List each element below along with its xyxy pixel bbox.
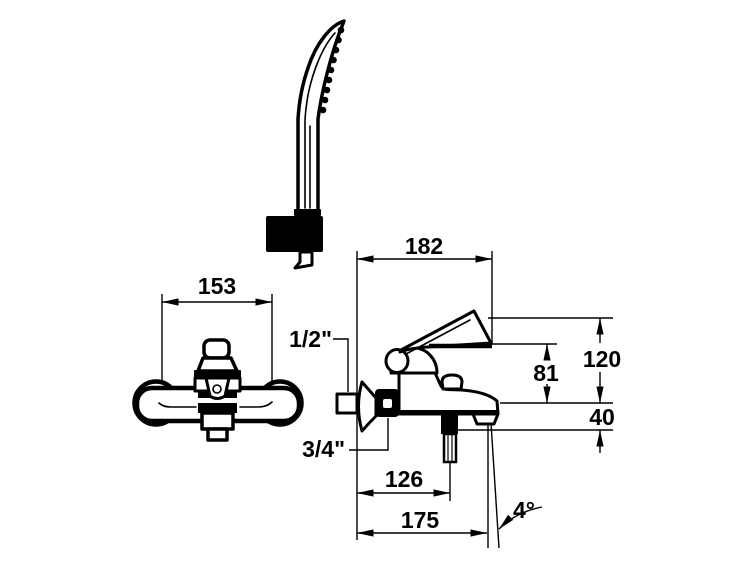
handle-collar-band — [194, 370, 241, 378]
hose-nipple-thread — [442, 432, 458, 464]
handle-flare-front — [196, 356, 239, 373]
lever-nose — [384, 348, 410, 374]
dim-182-label: 182 — [405, 233, 443, 259]
dim-175-label: 175 — [401, 507, 440, 533]
mixer-front-view — [132, 338, 304, 442]
lever-top-contour — [405, 319, 471, 355]
body-highlight-left — [158, 402, 197, 408]
outlet-size-label: 3/4" — [302, 436, 345, 462]
dim-126-label: 126 — [385, 466, 423, 492]
leader-three-quarter-inch — [349, 418, 389, 451]
dim-40-label: 40 — [589, 404, 615, 430]
wall-union-half-inch — [335, 392, 359, 415]
diverter-dot — [212, 384, 222, 394]
angle-arc-4deg — [498, 506, 543, 530]
mixer-side-view — [335, 309, 500, 464]
body-highlight-right — [239, 401, 273, 408]
handle-knob-front — [202, 338, 231, 360]
bracket-hose-outlet — [293, 250, 314, 270]
angle-4deg-label: 4° — [513, 497, 535, 523]
spout-outlet-side — [471, 412, 500, 426]
dim-120-label: 120 — [583, 346, 621, 372]
spray-nozzle-bumps — [319, 26, 345, 114]
wall-flange-side — [357, 380, 378, 433]
inlet-size-label: 1/2" — [289, 326, 332, 352]
leader-half-inch — [333, 338, 349, 392]
dimension-lines — [162, 255, 604, 537]
hand-shower-handle-cap — [294, 209, 321, 216]
hose-union-collar — [441, 414, 458, 434]
spout-front — [200, 411, 235, 431]
dim-81-label: 81 — [533, 360, 559, 386]
shower-wall-bracket — [266, 216, 323, 252]
spout-angle-line — [490, 422, 500, 549]
body-band-2 — [198, 403, 237, 413]
diverter-knob-side — [440, 373, 464, 391]
hand-shower-head-contour — [304, 32, 336, 209]
spout-tip-front — [206, 427, 229, 442]
nut-slot — [383, 399, 392, 408]
dim-153-label: 153 — [198, 273, 236, 299]
diverter-front — [204, 376, 231, 400]
hand-shower-view — [266, 19, 346, 270]
dimension-labels: 153 182 1/2" 3/4" 120 81 40 126 175 4° — [198, 233, 621, 533]
